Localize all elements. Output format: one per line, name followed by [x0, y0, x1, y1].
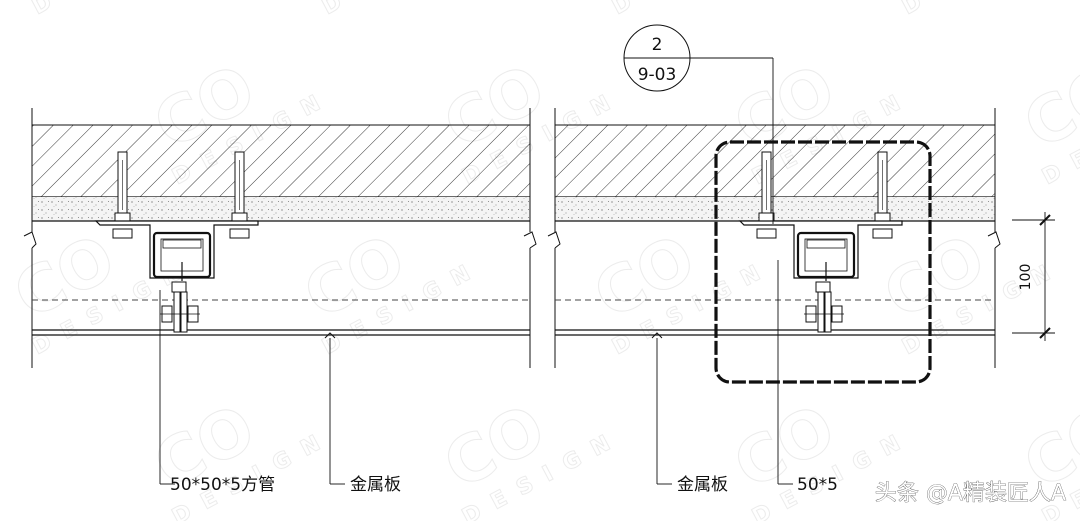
expansion-bolt-right-1	[756, 151, 777, 239]
label-metal-panel-right: 金属板	[677, 475, 728, 495]
concrete-slab-left	[32, 125, 530, 197]
svg-text:DESIGN: DESIGN	[318, 0, 487, 20]
svg-text:CO: CO	[1013, 51, 1080, 164]
square-tube-left	[152, 231, 212, 281]
right-detail: 2 9-03 100 金属板 50*5	[547, 24, 1055, 495]
panel-hanger-right	[804, 281, 844, 333]
callout-number: 2	[652, 35, 663, 55]
source-watermark: 头条 @A精装匠人A	[875, 481, 1066, 506]
label-square-tube: 50*50*5方管	[170, 475, 275, 495]
dimension-100: 100	[1012, 212, 1055, 341]
plaster-layer-right	[555, 197, 995, 221]
svg-text:DESIGN: DESIGN	[898, 0, 1067, 20]
label-square-tube-right: 50*5	[797, 475, 838, 495]
dimension-value: 100	[1018, 264, 1034, 291]
expansion-bolt-left-2	[229, 151, 250, 239]
detail-highlight-frame	[714, 140, 932, 384]
panel-hanger-left	[160, 281, 200, 333]
square-tube-right	[796, 231, 856, 281]
detail-callout-bubble: 2 9-03	[623, 24, 691, 92]
plaster-layer-left	[32, 197, 530, 221]
svg-text:DESIGN: DESIGN	[28, 0, 197, 20]
left-detail: 50*50*5方管 金属板	[23, 108, 537, 495]
label-metal-panel-left: 金属板	[350, 475, 401, 495]
concrete-slab-right	[555, 125, 995, 197]
svg-text:DESIGN: DESIGN	[608, 0, 777, 20]
callout-sheet: 9-03	[638, 65, 677, 85]
